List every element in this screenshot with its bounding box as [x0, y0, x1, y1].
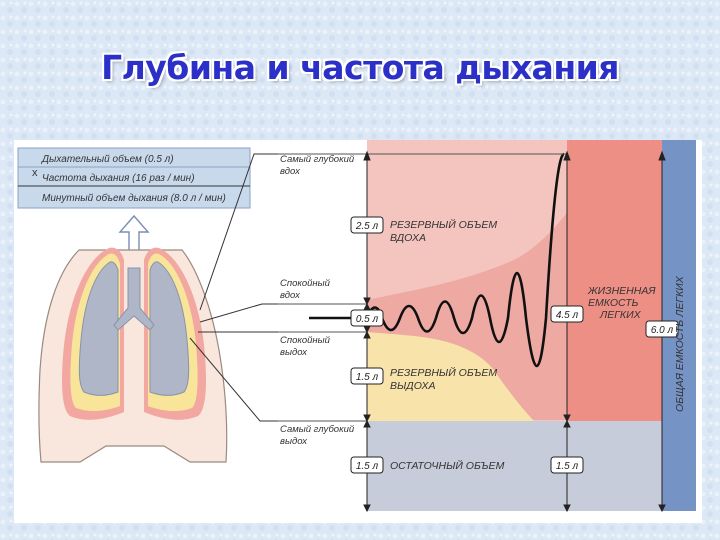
total-capacity-name: ОБЩАЯ ЕМКОСТЬ ЛЕГКИХ: [674, 275, 686, 412]
calm-exhale-label-2: выдох: [280, 347, 308, 358]
badge-residual-right: 1.5 л: [550, 456, 584, 474]
vital-capacity-name-2: ЕМКОСТЬ: [588, 297, 639, 309]
diagram-panel: 2.5 л 0.5 л 1.5 л 1.5 л 4.5 л 1.5 л 6.0 …: [14, 140, 702, 523]
svg-text:4.5 л: 4.5 л: [556, 310, 579, 321]
svg-text:1.5 л: 1.5 л: [356, 461, 379, 472]
badge-vital-capacity: 4.5 л: [550, 305, 584, 323]
dimension-lines: [363, 150, 666, 513]
inspiratory-reserve-name-1: РЕЗЕРВНЫЙ ОБЪЕМ: [390, 218, 497, 231]
deepest-inhale-label-2: вдох: [280, 166, 301, 177]
expiratory-reserve-name-1: РЕЗЕРВНЫЙ ОБЪЕМ: [390, 366, 497, 379]
badge-expiratory-reserve: 1.5 л: [350, 367, 384, 385]
badge-total-capacity: 6.0 л: [645, 320, 679, 338]
inspiratory-reserve-name-2: ВДОХА: [390, 232, 426, 244]
vital-capacity-name-1: ЖИЗНЕННАЯ: [587, 285, 656, 297]
minute-volume-text: Минутный объем дыхания (8.0 л / мин): [42, 192, 226, 204]
expiratory-reserve-zone: [367, 332, 534, 421]
svg-text:0.5 л: 0.5 л: [356, 314, 379, 325]
svg-text:2.5 л: 2.5 л: [355, 221, 379, 232]
page-title: Глубина и частота дыхания: [101, 48, 619, 87]
vital-capacity-zone: [567, 140, 662, 421]
calm-inhale-label-1: Спокойный: [280, 278, 331, 289]
breath-rate-text: Частота дыхания (16 раз / мин): [42, 173, 195, 184]
badge-inspiratory-reserve: 2.5 л: [350, 216, 384, 234]
deepest-exhale-label-2: выдох: [280, 436, 308, 447]
svg-text:6.0 л: 6.0 л: [651, 325, 674, 336]
badge-tidal: 0.5 л: [350, 309, 384, 327]
residual-name: ОСТАТОЧНЫЙ ОБЪЕМ: [390, 459, 505, 472]
deepest-inhale-label-1: Самый глубокий: [280, 154, 355, 165]
residual-zone: [367, 421, 662, 511]
info-box: x Дыхательный объем (0.5 л) Частота дыха…: [17, 147, 251, 209]
lungs-illustration: [38, 247, 228, 463]
calm-inhale-label-2: вдох: [280, 290, 301, 301]
leader-lines: [189, 153, 278, 422]
breathing-wave: [309, 152, 565, 368]
tidal-volume-text: Дыхательный объем (0.5 л): [41, 153, 174, 165]
calm-exhale-label-1: Спокойный: [280, 335, 331, 346]
badge-residual: 1.5 л: [350, 456, 384, 474]
lung-volume-diagram: 2.5 л 0.5 л 1.5 л 1.5 л 4.5 л 1.5 л 6.0 …: [17, 140, 696, 513]
svg-text:1.5 л: 1.5 л: [356, 372, 379, 383]
vital-capacity-name-3: ЛЕГКИХ: [599, 309, 642, 321]
x-mark: x: [32, 167, 38, 179]
svg-text:1.5 л: 1.5 л: [556, 461, 579, 472]
deepest-exhale-label-1: Самый глубокий: [280, 424, 355, 435]
expiratory-reserve-name-2: ВЫДОХА: [390, 380, 436, 392]
